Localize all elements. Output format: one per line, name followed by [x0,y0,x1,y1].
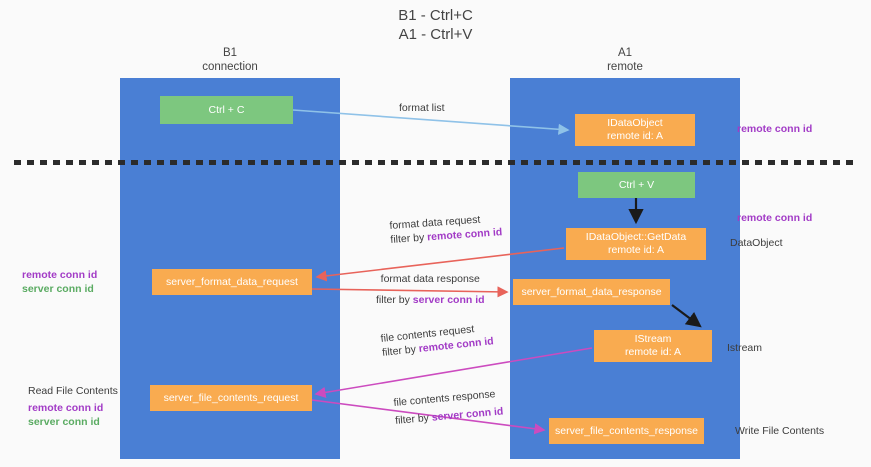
edge-label-fdreq-filter-prefix: filter by [390,231,428,246]
node-server-format-data-response-label: server_format_data_response [521,285,662,298]
node-server-file-contents-response[interactable]: server_file_contents_response [549,418,704,444]
edge-label-fcresp-filter-prefix: filter by [394,411,433,427]
node-idataobject-getdata[interactable]: IDataObject::GetData remote id: A [566,228,706,260]
node-istream-line2: remote id: A [624,346,682,358]
edge-label-format-data-request: format data request filter by remote con… [389,211,503,247]
edge-label-file-contents-request: file contents request filter by remote c… [380,320,494,360]
edge-label-fdresp-filter-key: server conn id [412,294,485,306]
node-server-format-data-request[interactable]: server_format_data_request [152,269,312,295]
edge-label-format-data-response: format data response filter by server co… [376,272,485,307]
node-idataobject[interactable]: IDataObject remote id: A [575,114,695,146]
phase-divider [14,160,857,165]
column-header-b1-name: B1 [222,47,238,59]
column-header-b1: B1 connection [120,46,340,74]
edge-label-fcresp-filter-key: server conn id [431,405,504,424]
node-getdata-line2: remote id: A [607,244,665,256]
node-server-format-data-response[interactable]: server_format_data_response [513,279,670,305]
node-ctrl-v[interactable]: Ctrl + V [578,172,695,198]
edge-label-fcreq-filter-prefix: filter by [381,343,420,359]
annotation-left-remote-conn-id-middle: remote conn id [22,269,98,281]
edge-label-fdresp-filter-prefix: filter by [376,294,413,306]
node-ctrl-v-label: Ctrl + V [618,178,655,191]
title-line-2: A1 - Ctrl+V [398,26,473,43]
edge-label-format-list-text: format list [399,102,445,114]
edge-label-format-data-response-text: format data response [380,273,480,285]
annotation-read-file-contents: Read File Contents [28,385,118,397]
node-server-format-data-request-label: server_format_data_request [166,275,298,288]
node-ctrl-c-label: Ctrl + C [208,103,245,116]
annotation-write-file-contents: Write File Contents [735,425,825,437]
page-title: B1 - Ctrl+C A1 - Ctrl+V [0,6,871,44]
annotation-left-server-conn-id-bottom: server conn id [28,416,100,428]
node-getdata-line1: IDataObject::GetData [585,231,687,243]
edge-label-file-contents-response: file contents response filter by server … [393,387,504,428]
node-server-file-contents-request-label: server_file_contents_request [163,391,299,404]
node-server-file-contents-response-label: server_file_contents_response [555,424,699,437]
node-ctrl-c[interactable]: Ctrl + C [160,96,293,124]
annotation-remote-conn-id-top: remote conn id [737,123,813,135]
column-header-a1-name: A1 [617,47,633,59]
edge-label-format-list: format list [399,101,445,115]
title-line-1: B1 - Ctrl+C [398,7,473,24]
annotation-left-remote-conn-id-bottom: remote conn id [28,402,104,414]
column-header-a1-role: remote [607,61,643,73]
annotation-istream: Istream [727,342,763,354]
annotation-left-conn-ids-middle: remote conn id server conn id [22,268,97,296]
node-server-file-contents-request[interactable]: server_file_contents_request [150,385,312,411]
annotation-left-server-conn-id-middle: server conn id [22,283,94,295]
node-idataobject-line2: remote id: A [606,130,664,142]
annotation-dataobject: DataObject [730,237,783,249]
node-istream-line1: IStream [634,333,672,345]
node-istream[interactable]: IStream remote id: A [594,330,712,362]
annotation-left-conn-ids-bottom: remote conn id server conn id [28,401,103,429]
column-header-b1-role: connection [202,61,258,73]
column-header-a1: A1 remote [510,46,740,74]
annotation-remote-conn-id-mid: remote conn id [737,212,813,224]
edge-label-fdreq-filter-key: remote conn id [426,226,503,244]
node-idataobject-line1: IDataObject [607,117,663,129]
